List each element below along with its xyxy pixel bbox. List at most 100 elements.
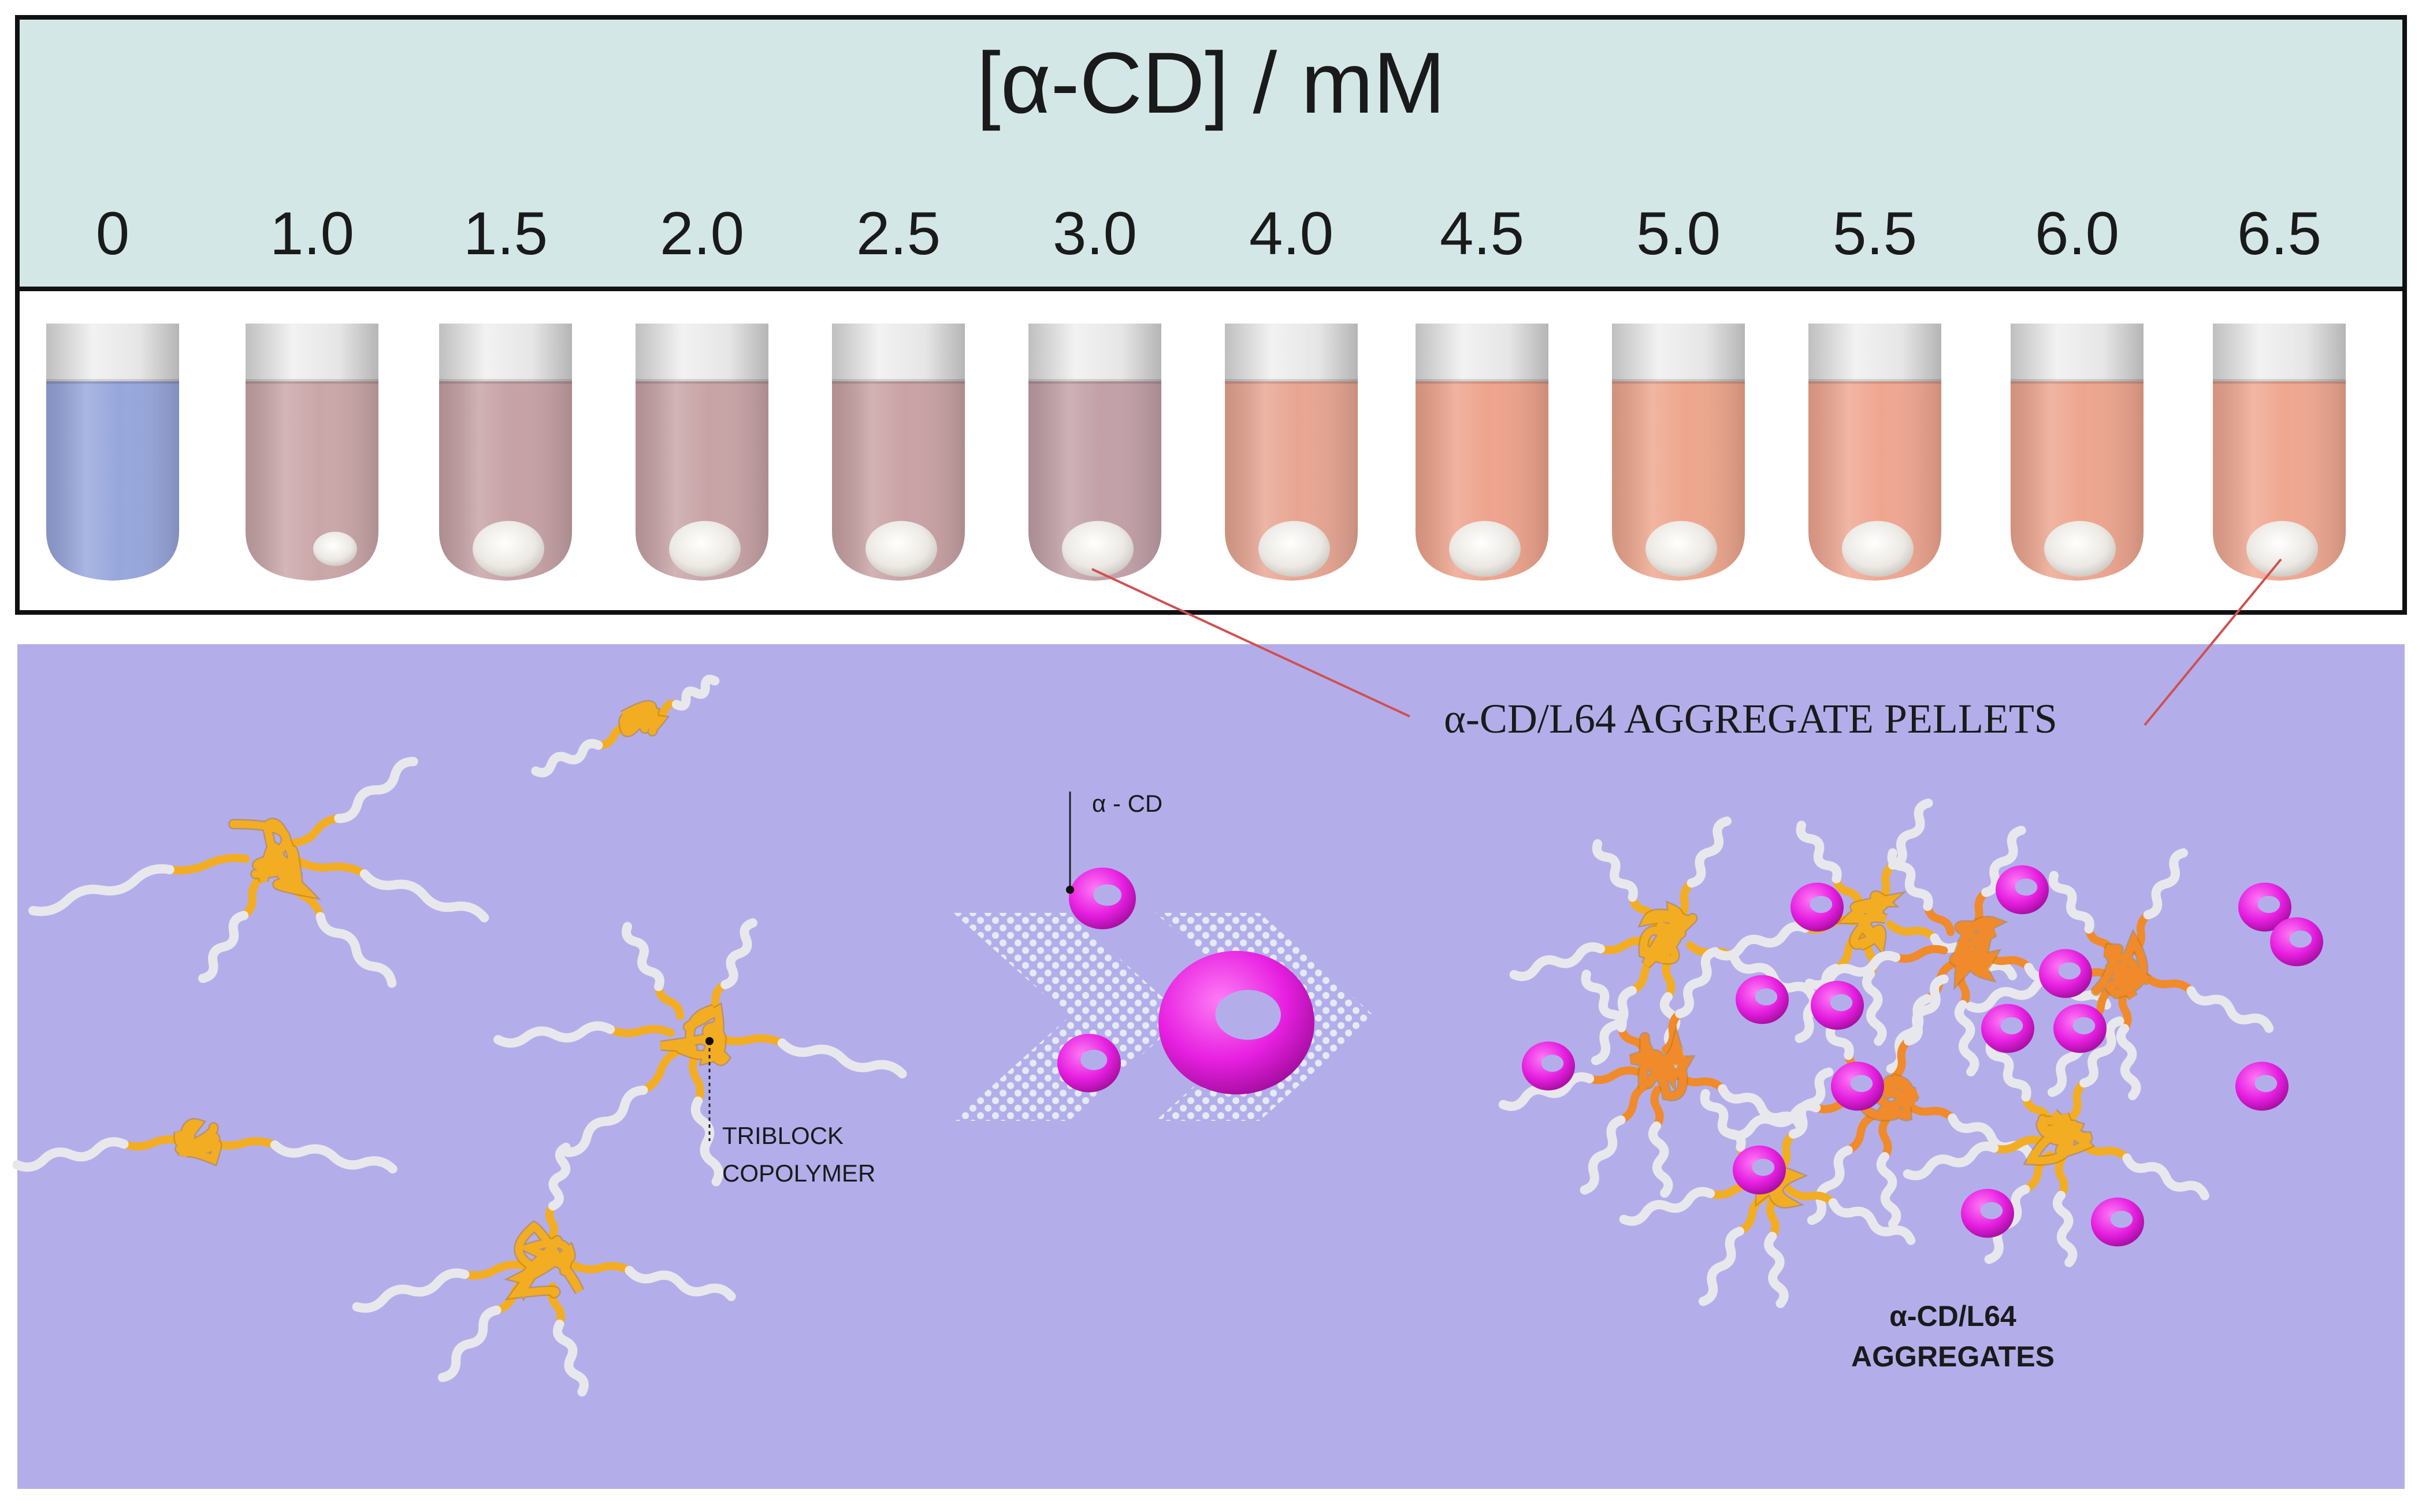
vial-pellet (1842, 521, 1914, 577)
polymer-peo-tail (531, 739, 603, 778)
polymer-peo-tail (1807, 1145, 1853, 1225)
cyclodextrin-ring (2235, 1061, 2289, 1111)
polymer-ppo-arm (165, 853, 250, 875)
polymer-peo-tail (12, 1137, 129, 1172)
polymer-peo-tail (1903, 1141, 1999, 1180)
triblock-pointer-dot (705, 1037, 714, 1045)
polymer-core (1640, 902, 1696, 968)
polymer-ppo-arm (1892, 945, 1948, 963)
polymer-ppo-arm (545, 1202, 558, 1243)
cyclodextrin-ring (2091, 1197, 2144, 1247)
cd-hole (1850, 1075, 1873, 1093)
polymer-ppo-arm (689, 1052, 704, 1105)
vial-glass (1416, 324, 1548, 387)
polymer-peo-tail (1619, 1187, 1715, 1226)
polymer-peo-tail (2079, 1016, 2124, 1088)
vial-sheen (2213, 381, 2346, 581)
polymer-peo-tail (352, 1268, 470, 1313)
pellet-connector-right (2144, 558, 2282, 726)
polymer-core (174, 1119, 221, 1165)
polymer-peo-tail (777, 1038, 907, 1079)
polymer (28, 757, 489, 988)
polymer-peo-tail (1591, 986, 1637, 1065)
vial-meniscus (1808, 379, 1941, 384)
cd-hole (2072, 1017, 2096, 1035)
concentration-label: 5.0 (1636, 200, 1721, 268)
free-polymers (12, 674, 907, 1397)
free-cyclodextrins (1057, 867, 1314, 1095)
polymer-peo-tail (720, 918, 757, 990)
polymer-peo-tail (270, 1140, 398, 1174)
cyclodextrin-ring (1981, 1004, 2034, 1053)
cd-hole (1752, 1158, 1775, 1176)
cyclodextrin-ring (1736, 975, 1789, 1024)
polymer-ppo-arm (1890, 1037, 1913, 1081)
polymer-peo-tail (1876, 1151, 1901, 1229)
concentration-label: 0 (96, 200, 129, 268)
polymer-ppo-arm (606, 1025, 675, 1038)
triblock-label-line1: TRIBLOCK (722, 1122, 844, 1149)
vial-pellet (1449, 521, 1521, 577)
polymer-peo-tail (548, 1142, 571, 1211)
polymer-peo-tail (622, 922, 664, 991)
concentration-label: 4.5 (1440, 200, 1524, 268)
cyclodextrin-ring (2270, 917, 2323, 967)
vial-sheen (246, 381, 378, 581)
polymer (493, 918, 907, 1187)
vial-meniscus (832, 379, 965, 384)
vial-pellet (473, 521, 544, 577)
polymer-ppo-arm (1886, 920, 1939, 942)
vial-meniscus (439, 379, 572, 384)
polymer-peo-tail (1804, 950, 1901, 990)
polymer-core (229, 819, 317, 898)
polymer-peo-tail (2122, 1153, 2209, 1201)
cd-hole (2110, 1210, 2133, 1228)
cyclodextrin-ring (1733, 1145, 1786, 1195)
polymer (352, 1142, 736, 1397)
vial-pellet (1258, 521, 1330, 577)
concentration-label: 6.5 (2237, 200, 2321, 268)
alpha-cd-pointer-dot (1066, 886, 1074, 894)
polymer-peo-tail (1887, 848, 1933, 911)
polymer-ppo-arm (1766, 1195, 1780, 1240)
polymer-peo-tail (1828, 1198, 1916, 1245)
vial-glass (2011, 324, 2144, 387)
triblock-label-line2: COPOLYMER (722, 1160, 875, 1187)
vial-sheen (1808, 381, 1941, 581)
polymer-peo-tail (1675, 947, 1720, 1019)
polymer (12, 1118, 398, 1174)
vial (2011, 324, 2144, 581)
vial (1225, 324, 1358, 581)
cyclodextrin-ring (2053, 1004, 2107, 1053)
polymer-peo-tail (1788, 1067, 1834, 1139)
concentration-label: 1.0 (270, 200, 354, 268)
header-panel (15, 15, 2407, 291)
polymer-peo-tail (671, 674, 720, 711)
polymer-peo-tail (437, 1305, 502, 1383)
vial-glass (1028, 324, 1161, 387)
polymer-peo-tail (1687, 816, 1732, 888)
polymer-core (1950, 917, 2005, 987)
cd-hole (2000, 1017, 2023, 1035)
cyclodextrin-ring (1522, 1041, 1575, 1091)
cyclodextrin-ring (1057, 1034, 1121, 1093)
cd-hole (2254, 1075, 2278, 1093)
polymer-peo-tail (1700, 1089, 1746, 1152)
vial (2213, 324, 2346, 581)
cyclodextrin-ring (1811, 980, 1864, 1030)
vial-meniscus (246, 379, 378, 384)
vial (636, 324, 768, 581)
polymer-peo-tail (359, 869, 489, 923)
polymer-peo-tail (2116, 1024, 2141, 1101)
vial-glass (2213, 324, 2346, 387)
polymer-ppo-arm (1662, 1009, 1684, 1054)
polymer-ppo-arm (1650, 1085, 1664, 1130)
polymer-peo-tail (625, 1265, 736, 1301)
polymer-ppo-arm (639, 1047, 683, 1094)
cd-hole (1215, 990, 1281, 1040)
polymer-ppo-arm (1904, 1100, 1957, 1123)
pellet-connector-left (1091, 568, 1410, 718)
alpha-cd-label: α - CD (1092, 790, 1162, 817)
polymer-peo-tail (2143, 848, 2188, 920)
